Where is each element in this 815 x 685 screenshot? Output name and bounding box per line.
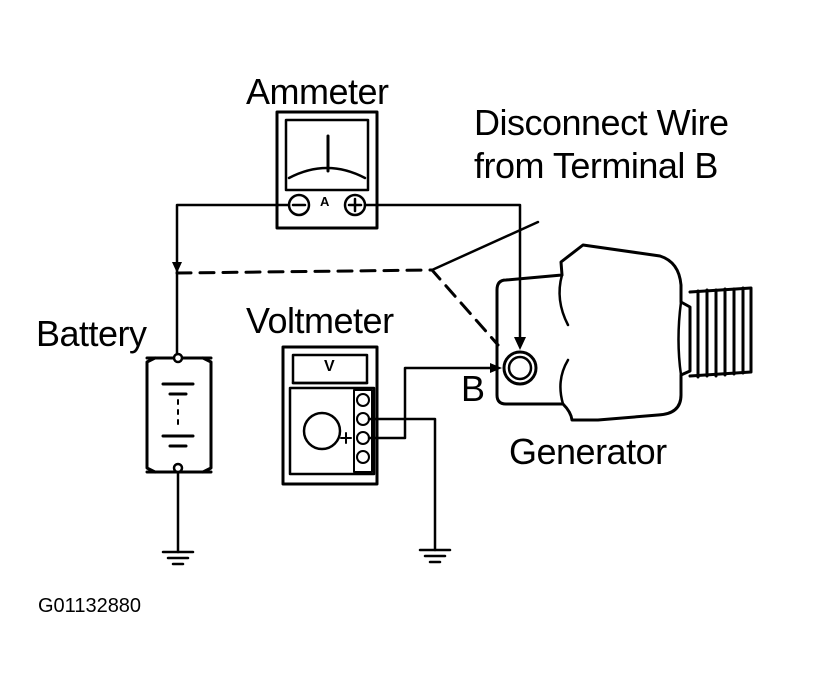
wires — [172, 203, 540, 554]
voltmeter-unit-mark: V — [324, 358, 335, 375]
instruction-line-1: Disconnect Wire — [474, 102, 729, 143]
battery-label: Battery — [36, 313, 147, 354]
ammeter — [275, 110, 379, 230]
battery-symbol — [145, 352, 213, 474]
voltmeter — [281, 345, 379, 486]
ammeter-label: Ammeter — [246, 71, 389, 112]
battery-ground-symbol — [161, 550, 195, 566]
generator-symbol — [495, 243, 753, 422]
terminal-b-label: B — [461, 368, 485, 409]
voltmeter-label: Voltmeter — [246, 300, 394, 341]
figure-code: G01132880 — [38, 595, 142, 617]
voltmeter-dial — [302, 411, 342, 451]
instruction-line-2: from Terminal B — [474, 145, 718, 186]
terminal-b — [502, 350, 538, 386]
generator-label: Generator — [509, 431, 667, 472]
ammeter-unit-mark: A — [320, 194, 330, 209]
voltmeter-ground-symbol — [418, 548, 452, 564]
